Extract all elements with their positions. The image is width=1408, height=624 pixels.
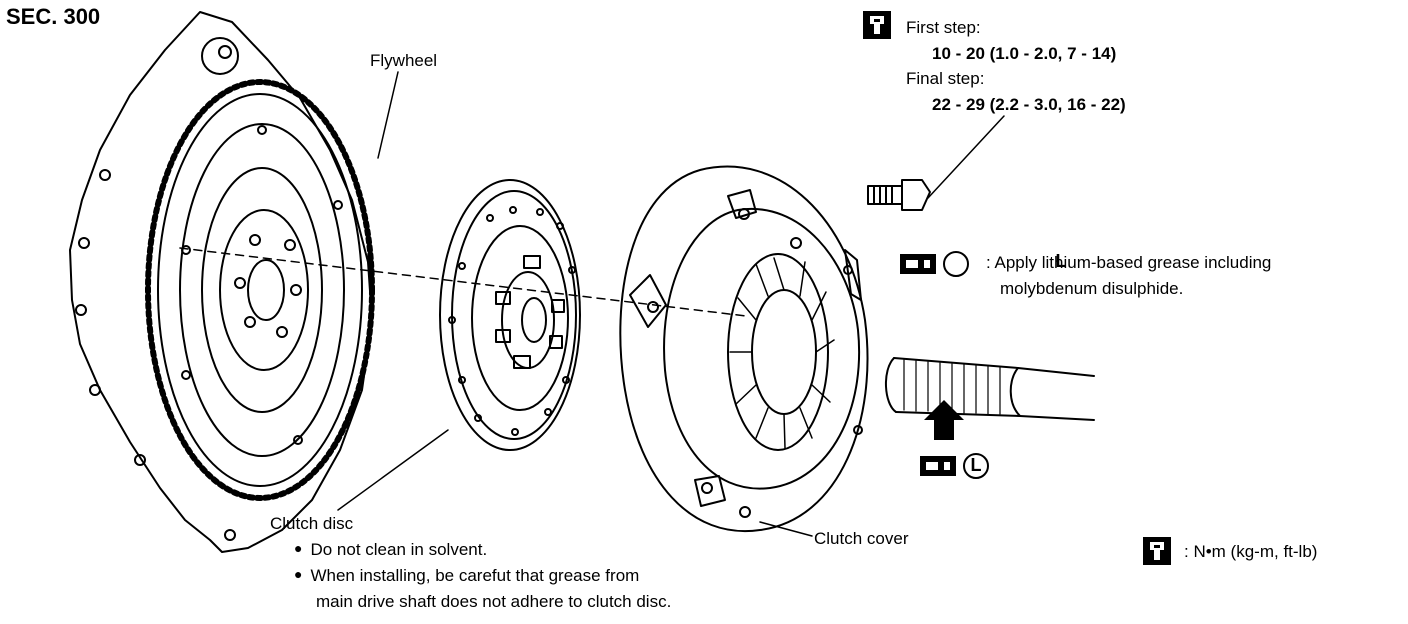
clutch-cover-label: Clutch cover [814, 529, 909, 548]
engine-rear-plate [69, 11, 373, 553]
clutch-cover [619, 165, 869, 533]
torque-wrench-icon [863, 11, 891, 39]
grease-gun-icon [900, 251, 969, 277]
torque-final-step-value: 22 - 29 (2.2 - 3.0, 16 - 22) [932, 95, 1126, 114]
grease-legend-line-1: : Apply lithium-based grease including [986, 253, 1272, 272]
torque-first-step-label: First step: [906, 18, 981, 37]
main-drive-shaft [884, 357, 1095, 421]
clutch-disc-leader [337, 429, 449, 511]
torque-first-step-value: 10 - 20 (1.0 - 2.0, 7 - 14) [932, 44, 1117, 63]
flywheel-leader [377, 71, 399, 159]
grease-gun-icon [920, 453, 989, 479]
torque-final-step-label: Final step: [906, 69, 985, 88]
clutch-disc-note-3: main drive shaft does not adhere to clut… [316, 592, 672, 611]
clutch-cover-bolt [867, 179, 931, 211]
alignment-line [179, 247, 747, 317]
clutch-disc-note-2: When installing, be carefut that grease … [294, 565, 639, 587]
torque-units-legend: : N•m (kg-m, ft-lb) [1184, 542, 1318, 561]
clutch-disc-note-1: Do not clean in solvent. [294, 539, 487, 561]
section-number: SEC. 300 [6, 4, 101, 29]
grease-symbol: L [1055, 251, 1067, 271]
torque-leader [927, 115, 1005, 199]
clutch-cover-leader [759, 521, 813, 537]
grease-application-arrow [924, 400, 964, 440]
clutch-disc-label: Clutch disc [270, 514, 354, 533]
grease-symbol-shaft: L [970, 455, 982, 475]
clutch-disc [439, 179, 581, 451]
torque-wrench-icon [1143, 537, 1171, 565]
grease-legend-line-2: molybdenum disulphide. [1000, 279, 1184, 298]
flywheel-label: Flywheel [370, 51, 438, 70]
flywheel [145, 79, 375, 501]
